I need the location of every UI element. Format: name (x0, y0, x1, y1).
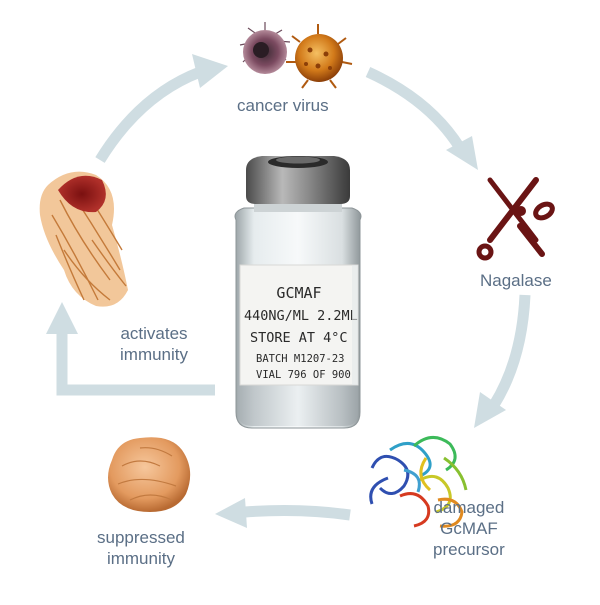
arrowhead-5 (46, 302, 78, 334)
arrow-activates-to-virus (95, 66, 203, 163)
inactive-macrophage-icon (108, 437, 191, 512)
arrow-nagalase-to-precursor (489, 294, 531, 408)
label-activates-line-2: immunity (120, 345, 189, 364)
label-damaged-precursor: damaged GcMAF precursor (433, 497, 505, 560)
label-damaged-line-3: precursor (433, 540, 505, 559)
arrow-precursor-to-suppressed (244, 505, 351, 521)
gcmaf-vial-icon: GCMAF 440NG/ML 2.2ML STORE AT 4°C BATCH … (234, 156, 362, 429)
label-cancer-virus: cancer virus (237, 95, 329, 116)
arrowhead-3 (474, 392, 506, 428)
vial-label-line-4: BATCH M1207-23 (256, 353, 345, 365)
label-damaged-line-2: GcMAF (440, 519, 498, 538)
cycle-arrows (46, 54, 531, 528)
vial-label-line-3: STORE AT 4°C (250, 330, 348, 346)
label-cancer-virus-text: cancer virus (237, 96, 329, 115)
protein-ribbon-icon (369, 436, 468, 528)
label-suppressed-line-2: immunity (106, 549, 175, 568)
label-activates-line-1: activates (120, 324, 188, 343)
arrowhead-4 (215, 498, 247, 528)
label-nagalase-text: Nagalase (480, 271, 552, 290)
vial-label-line-1: GCMAF (276, 284, 321, 302)
label-activates-immunity: activates immunity (120, 323, 188, 365)
arrow-to-activates (56, 330, 215, 396)
label-suppressed-line-1: suppressed (97, 528, 185, 547)
arrow-virus-to-nagalase (365, 66, 465, 151)
active-macrophage-icon (39, 171, 128, 307)
label-damaged-line-1: damaged (433, 498, 505, 517)
vial-label-line-2: 440NG/ML 2.2ML (244, 308, 358, 324)
virus-cells-icon (239, 22, 353, 89)
label-nagalase: Nagalase (480, 270, 552, 291)
arrowhead-2 (446, 136, 478, 170)
label-suppressed-immunity: suppressed immunity (97, 527, 185, 569)
vial-label-line-5: VIAL 796 OF 900 (256, 369, 351, 381)
scissors-icon (476, 177, 555, 261)
arrowhead-1 (192, 54, 228, 88)
